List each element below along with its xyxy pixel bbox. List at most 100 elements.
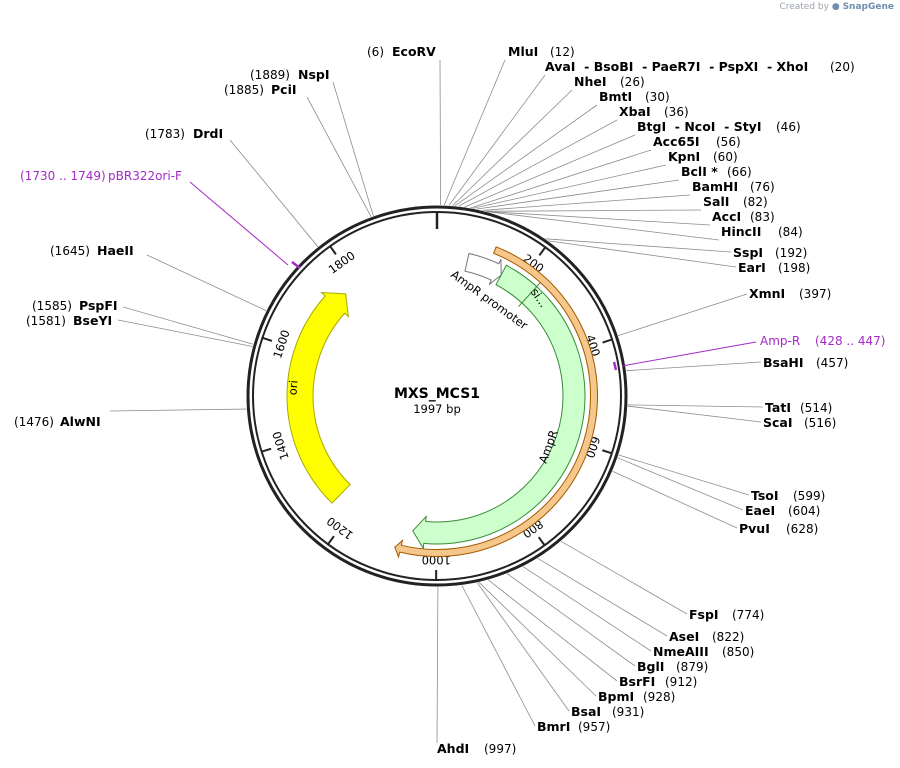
site-pos: (628) [786,522,818,536]
site-name[interactable]: AlwNI [60,414,101,429]
site-name[interactable]: PspFI [79,298,118,313]
leader-line [482,194,691,211]
site-name[interactable]: TatI [765,400,791,415]
site-name[interactable]: AseI [669,629,699,644]
site-name[interactable]: EarI [738,260,766,275]
site-name[interactable]: BsrFI [619,674,655,689]
tick-label: 1400 [270,430,292,462]
primer-pbr322ori-f[interactable]: (1730 .. 1749) pBR322ori-F [20,169,301,269]
site-name[interactable]: NspI [298,67,330,82]
site-name[interactable]: HincII [721,224,761,239]
site-name[interactable]: BseYI [73,313,112,328]
site-name[interactable]: FspI [689,607,719,622]
site-name[interactable]: EaeI [745,503,775,518]
site-pos: (82) [743,195,768,209]
tick-label: 1800 [326,248,358,276]
site-name[interactable]: NmeAIII [653,644,709,659]
site-pos: (1783) [145,127,185,141]
plasmid-length: 1997 bp [413,402,461,416]
leader-line [627,404,764,408]
leader-line [109,408,247,412]
site-name[interactable]: SspI [733,245,763,260]
plasmid-name: MXS_MCS1 [394,386,480,402]
site-name[interactable]: AhdI [437,741,469,756]
site-name[interactable]: BtgI - NcoI - StyI [637,119,761,134]
leader-line [618,293,748,336]
feature-orf[interactable] [394,246,598,559]
site-name[interactable]: HaeII [97,243,134,258]
site-pos: (928) [643,690,675,704]
credit-brand: SnapGene [842,2,894,12]
site-name[interactable]: BglI [637,659,664,674]
site-name[interactable]: EcoRV [392,44,436,59]
site-name[interactable]: AvaI - BsoBI - PaeR7I - PspXI - XhoI [545,59,808,74]
feature-ampr-promoter[interactable] [464,252,502,285]
site-pos: (397) [799,287,831,301]
site-name[interactable]: ScaI [763,415,793,430]
leader-line [443,59,506,206]
tick-mark [537,536,546,546]
leader-line [617,457,744,511]
site-pos: (514) [800,401,832,415]
leader-line [454,104,598,207]
tick-mark [329,245,337,255]
site-name[interactable]: BmrI [537,719,570,734]
site-name[interactable]: NheI [574,74,607,89]
leader-line [461,585,536,727]
tick-label: 1600 [270,328,293,360]
leader-line [548,240,737,268]
tick-mark [602,449,613,455]
site-name[interactable]: BmtI [599,89,632,104]
leader-line [448,74,546,206]
site-pos: (774) [732,608,764,622]
feature-signal[interactable] [495,264,541,307]
site-name[interactable]: AccI [712,209,741,224]
site-pos: (1476) [14,415,54,429]
site-labels-right: MluI (12) AvaI - BsoBI - PaeR7I - PspXI … [437,44,855,756]
site-name[interactable]: XmnI [749,286,785,301]
site-pos: (192) [775,246,807,260]
tick-mark [261,447,272,453]
site-name[interactable]: Acc65I [653,134,700,149]
site-pos: (957) [578,720,610,734]
site-name[interactable]: KpnI [668,149,700,164]
site-pos: (30) [645,90,670,104]
snapgene-logo-icon: ● [831,2,840,12]
primer-range: (1730 .. 1749) [20,169,106,183]
feature-ampr[interactable] [412,269,586,550]
site-name[interactable]: SalI [703,194,729,209]
leader-lines [109,59,764,744]
primer-amp-r[interactable]: Amp-R (428 .. 447) [612,334,885,371]
site-name[interactable]: PciI [271,82,297,97]
site-name[interactable]: MluI [508,44,538,59]
site-name[interactable]: PvuI [739,521,770,536]
snapgene-credit: Created by ● SnapGene [779,2,894,12]
site-pos: (76) [750,180,775,194]
leader-line [146,254,267,312]
feature-ori[interactable] [286,291,351,504]
site-pos: (1645) [50,244,90,258]
site-pos: (879) [676,660,708,674]
site-pos: (56) [716,135,741,149]
site-name[interactable]: TsoI [751,488,779,503]
site-name[interactable]: DrdI [193,126,223,141]
leader-line [627,405,762,423]
leader-line [486,211,711,226]
site-pos: (26) [620,75,645,89]
leader-line [486,211,720,241]
leader-line [545,238,732,253]
site-name[interactable]: BamHI [692,179,738,194]
site-pos: (6) [367,45,384,59]
site-name[interactable]: XbaI [619,104,651,119]
leader-line [506,573,636,667]
site-pos: (1885) [224,83,264,97]
site-pos: (46) [776,120,801,134]
site-name[interactable]: BclI * [681,164,718,179]
site-name[interactable]: BsaI [571,704,601,719]
site-name[interactable]: BsaHI [763,355,804,370]
site-name[interactable]: BpmI [598,689,634,704]
credit-prefix: Created by [779,2,829,12]
leader-line [476,582,570,712]
leader-line [560,540,688,615]
